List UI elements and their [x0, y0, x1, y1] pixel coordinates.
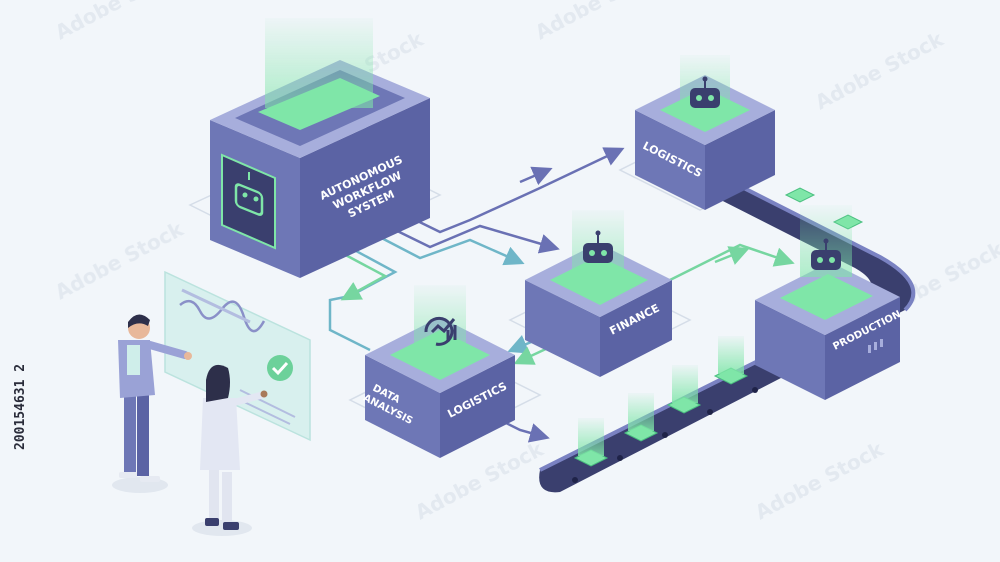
connection-arrows	[328, 147, 795, 443]
arrow-finance-to-production	[669, 243, 795, 282]
arrow-system-to-data	[328, 243, 398, 352]
chart-icon	[424, 316, 457, 346]
watermark-text: Adobe Stock	[751, 437, 888, 525]
person-woman	[192, 364, 268, 536]
robot-icon	[690, 76, 720, 108]
node-data-analysis-logistics: DATA ANALYSIS LOGISTICS	[361, 285, 515, 458]
node-finance: FINANCE	[525, 210, 672, 377]
watermark-text: Adobe Stock	[51, 0, 188, 44]
arrow-system-to-finance	[384, 223, 560, 254]
node-production: PRODUCTION	[755, 205, 903, 400]
robot-icon	[583, 230, 613, 263]
robot-icon	[811, 238, 841, 270]
arrow-system-to-logistics	[394, 147, 625, 234]
stock-id-text: 200154631 2	[13, 364, 28, 450]
watermark-text: Adobe Stock	[811, 27, 948, 115]
holographic-dashboard	[164, 270, 311, 442]
node-autonomous-workflow-system: AUTONOMOUS WORKFLOW SYSTEM	[210, 18, 430, 278]
node-logistics-top: LOGISTICS	[635, 55, 775, 210]
watermark-text: Adobe Stock	[531, 0, 668, 44]
conveyor-package	[784, 187, 816, 203]
checkmark-icon	[267, 355, 293, 381]
person-man	[112, 314, 192, 493]
robot-icon	[221, 153, 276, 250]
